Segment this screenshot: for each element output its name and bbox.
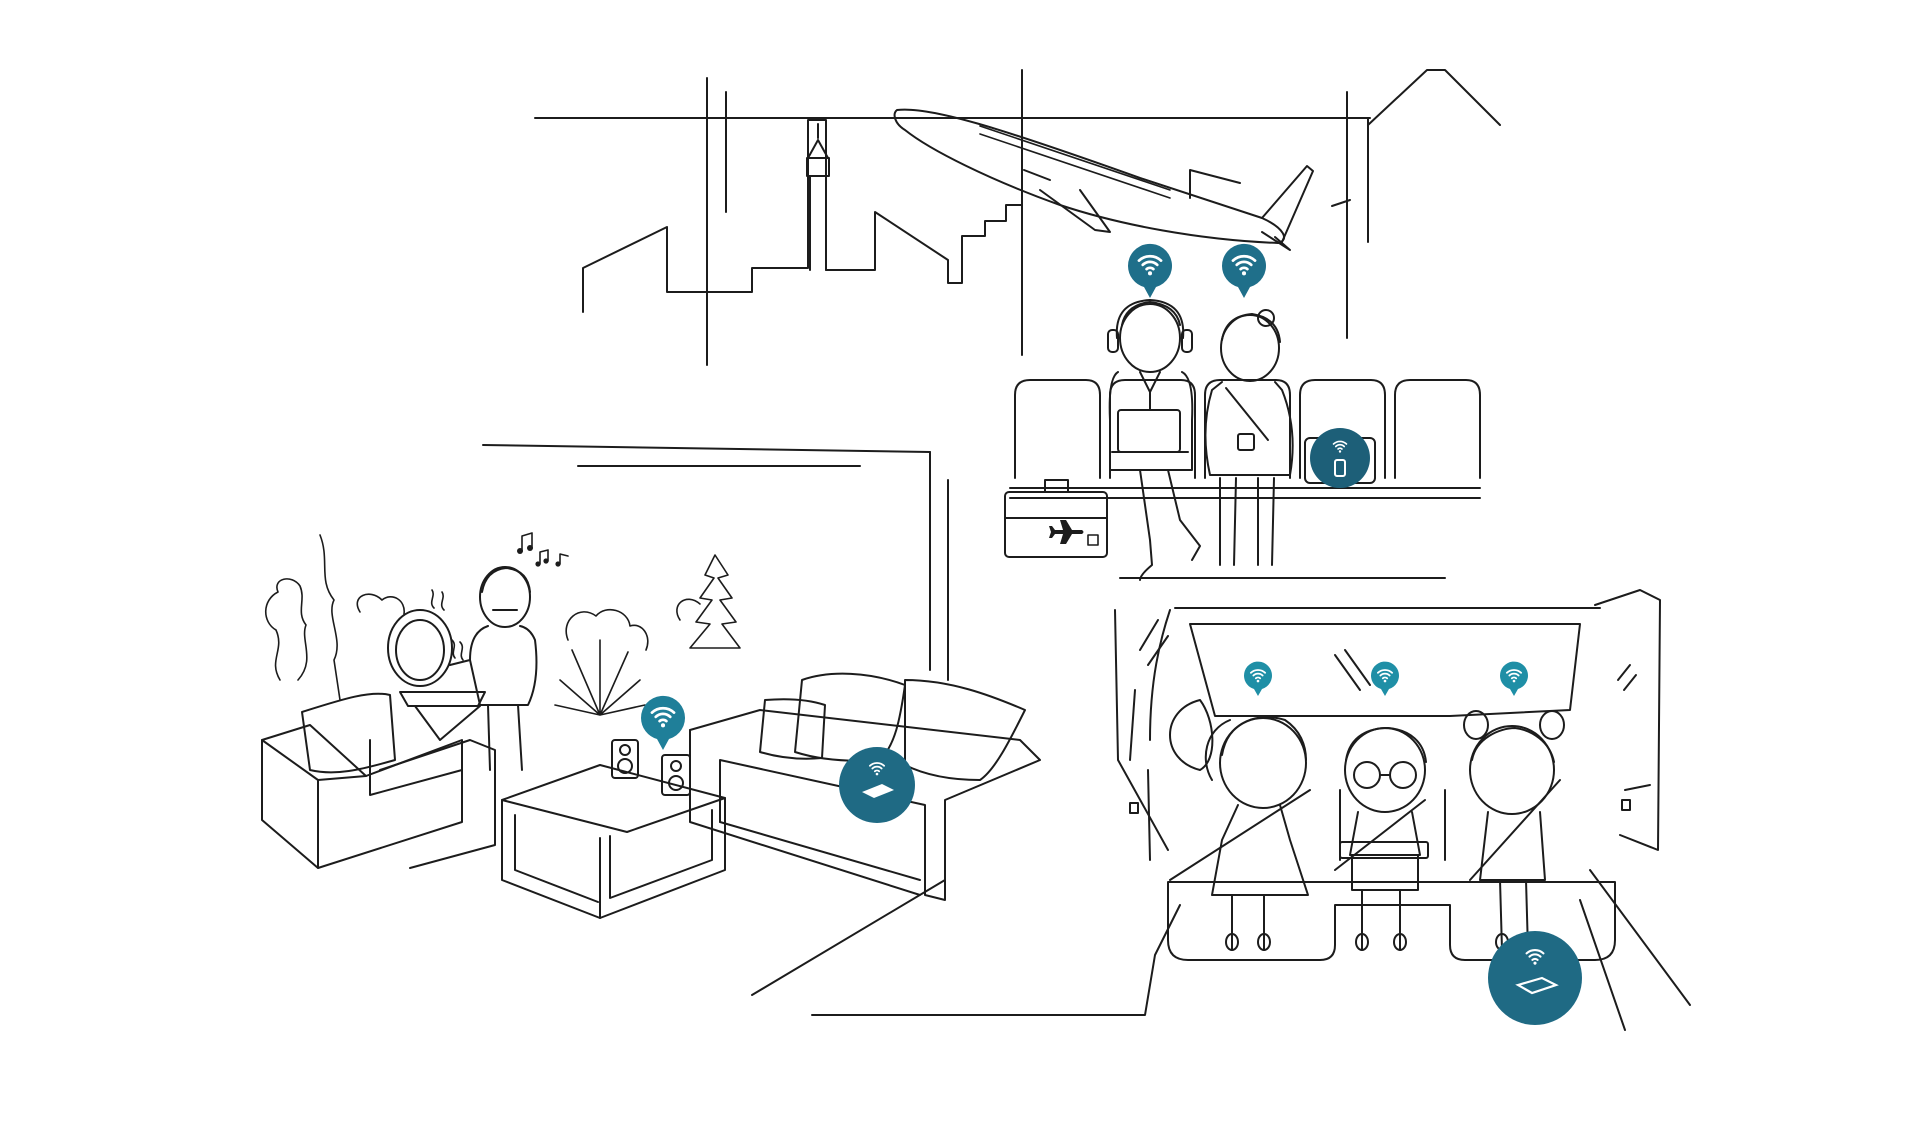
city-skyline bbox=[582, 119, 1023, 313]
airplane-icon bbox=[1049, 520, 1084, 544]
router-disc-airport bbox=[1310, 428, 1370, 488]
sofa bbox=[689, 672, 1041, 901]
car-interior-scene bbox=[811, 589, 1691, 1031]
wifi-bubble-man bbox=[1127, 243, 1172, 298]
potted-plant bbox=[554, 639, 646, 716]
airport-seats bbox=[1009, 379, 1481, 579]
city-airport-scene bbox=[534, 69, 1501, 581]
frame-lines bbox=[534, 69, 1371, 366]
girl-left bbox=[1169, 716, 1311, 951]
armchair bbox=[261, 692, 496, 869]
router-disc-patio bbox=[839, 747, 915, 823]
router-icon bbox=[1334, 459, 1346, 477]
wifi-bubble-woman bbox=[1221, 243, 1266, 298]
tv-tower bbox=[806, 123, 830, 271]
wifi-bubble-girl-left bbox=[1243, 661, 1272, 696]
bbq-grill bbox=[387, 609, 486, 741]
wifi-bubble-boy bbox=[1370, 661, 1399, 696]
airplane bbox=[893, 108, 1314, 251]
speakers bbox=[611, 739, 691, 796]
grill-smoke bbox=[430, 589, 464, 661]
router-icon bbox=[1515, 976, 1559, 995]
coffee-table bbox=[501, 764, 726, 919]
man-with-laptop bbox=[1107, 299, 1201, 581]
music-note-icon bbox=[517, 532, 569, 567]
router-disc-car bbox=[1488, 931, 1582, 1025]
backyard-patio-scene bbox=[261, 444, 1041, 996]
wifi-bubble-girl-right bbox=[1499, 661, 1528, 696]
suitcase bbox=[1004, 479, 1108, 558]
bushes bbox=[264, 534, 741, 701]
boy-with-glasses bbox=[1334, 727, 1429, 951]
woman-with-cup bbox=[1204, 309, 1294, 566]
house-roof bbox=[1367, 69, 1501, 126]
airplane-windows bbox=[979, 125, 1171, 199]
car-frame bbox=[811, 589, 1691, 1031]
patio-frame bbox=[482, 444, 949, 996]
router-icon bbox=[862, 784, 894, 798]
wifi-bubble-speakers bbox=[640, 695, 685, 750]
girl-with-buns bbox=[1463, 710, 1565, 951]
man-grilling bbox=[449, 566, 538, 771]
